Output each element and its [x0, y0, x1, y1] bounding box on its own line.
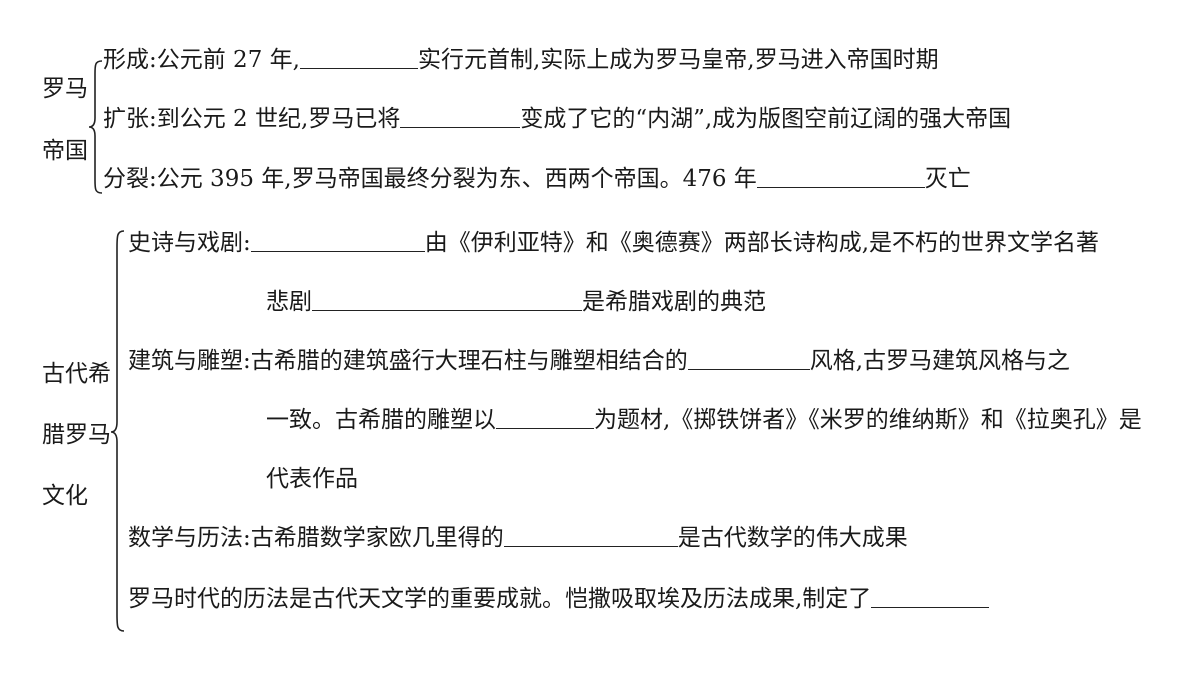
split-line: 分裂:公元 395 年,罗马帝国最终分裂为东、西两个帝国。476 年 灭亡 [103, 164, 971, 194]
math-suffix: 是古代数学的伟大成果 [677, 525, 908, 551]
calendar-prefix: 罗马时代的历法是古代天文学的重要成就。恺撒吸取埃及历法成果,制定了 [128, 586, 872, 612]
math-prefix: 数学与历法:古希腊数学家欧几里得的 [128, 525, 504, 551]
culture-label-line3: 文化 [42, 483, 88, 509]
epic-line: 史诗与戏剧: 由《伊利亚特》和《奥德赛》两部长诗构成,是不朽的世界文学名著 [128, 228, 1099, 258]
epic-blank[interactable] [250, 229, 425, 252]
calendar-line: 罗马时代的历法是古代天文学的重要成就。恺撒吸取埃及历法成果,制定了 [128, 584, 990, 614]
architecture-prefix: 建筑与雕塑:古希腊的建筑盛行大理石柱与雕塑相结合的 [128, 348, 688, 374]
sculpture-blank[interactable] [496, 406, 594, 429]
calendar-blank[interactable] [871, 585, 990, 608]
expansion-prefix: 扩张:到公元 2 世纪,罗马已将 [103, 106, 401, 132]
expansion-line: 扩张:到公元 2 世纪,罗马已将 变成了它的“内湖”,成为版图空前辽阔的强大帝国 [103, 104, 1011, 134]
tragedy-suffix: 是希腊戏剧的典范 [582, 289, 766, 315]
epic-suffix: 由《伊利亚特》和《奥德赛》两部长诗构成,是不朽的世界文学名著 [424, 230, 1100, 256]
roman-empire-label-line1: 罗马 [42, 76, 88, 102]
tragedy-prefix: 悲剧 [266, 289, 312, 315]
math-blank[interactable] [503, 524, 678, 547]
culture-label-line1: 古代希 [42, 361, 111, 387]
architecture-blank[interactable] [687, 347, 810, 370]
sculpture-prefix: 一致。古希腊的雕塑以 [266, 407, 496, 433]
split-suffix: 灭亡 [924, 166, 971, 192]
epic-prefix: 史诗与戏剧: [128, 230, 251, 256]
culture-label-line2: 腊罗马 [42, 422, 111, 448]
expansion-suffix: 变成了它的“内湖”,成为版图空前辽阔的强大帝国 [520, 106, 1012, 132]
tragedy-line: 悲剧 是希腊戏剧的典范 [266, 287, 766, 317]
architecture-line: 建筑与雕塑:古希腊的建筑盛行大理石柱与雕塑相结合的 风格,古罗马建筑风格与之 [128, 346, 1070, 376]
formation-blank[interactable] [299, 46, 418, 69]
formation-line: 形成:公元前 27 年, 实行元首制,实际上成为罗马皇帝,罗马进入帝国时期 [103, 45, 939, 75]
math-line: 数学与历法:古希腊数学家欧几里得的 是古代数学的伟大成果 [128, 523, 908, 553]
sculpture-line: 一致。古希腊的雕塑以 为题材,《掷铁饼者》《米罗的维纳斯》和《拉奥孔》是 [266, 405, 1142, 435]
formation-prefix: 形成:公元前 27 年, [103, 47, 300, 73]
split-prefix: 分裂:公元 395 年,罗马帝国最终分裂为东、西两个帝国。476 年 [103, 166, 757, 192]
architecture-suffix: 风格,古罗马建筑风格与之 [809, 348, 1071, 374]
sculpture-suffix: 为题材,《掷铁饼者》《米罗的维纳斯》和《拉奥孔》是 [594, 407, 1142, 433]
works-line: 代表作品 [266, 466, 358, 492]
tragedy-blank[interactable] [312, 288, 582, 311]
split-blank[interactable] [756, 165, 925, 188]
roman-empire-label-line2: 帝国 [42, 138, 88, 164]
formation-suffix: 实行元首制,实际上成为罗马皇帝,罗马进入帝国时期 [417, 47, 939, 73]
expansion-blank[interactable] [400, 105, 521, 128]
roman-empire-brace-icon [88, 60, 104, 194]
culture-brace-icon [110, 230, 126, 632]
